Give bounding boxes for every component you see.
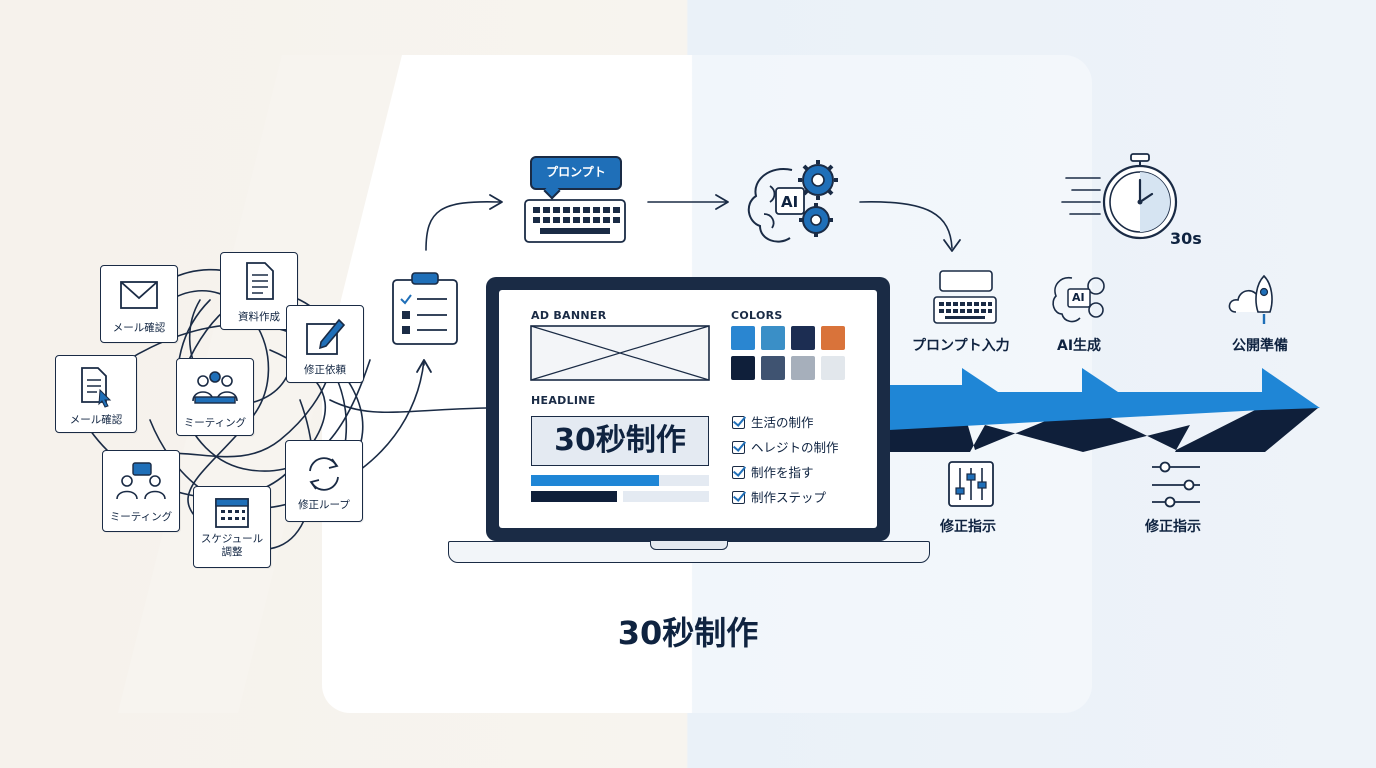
main-title: 30秒制作 (617, 614, 759, 652)
check-icon (732, 491, 745, 504)
color-swatch (731, 326, 755, 350)
color-swatch (731, 356, 755, 380)
laptop-notch (650, 541, 728, 550)
step-label: AI生成 (1057, 338, 1102, 354)
checklist-label: 生活の制作 (751, 415, 814, 430)
checklist-label: ヘレジトの制作 (751, 440, 839, 455)
arrowhead (715, 194, 729, 210)
color-swatch (791, 356, 815, 380)
timeline-arrow (888, 368, 1320, 430)
step-label: プロンプト入力 (912, 338, 1010, 354)
calendar-icon (215, 498, 249, 528)
task-label: メール確認 (69, 414, 123, 426)
task-label: 修正ループ (298, 499, 350, 511)
task-tile-email: メール確認 (100, 265, 178, 343)
checklist-item: 生活の制作 (732, 412, 814, 431)
ai-badge: AI (781, 193, 799, 211)
task-label: 修正依頼 (304, 364, 346, 376)
edit-icon (306, 318, 346, 355)
colors-title: COLORS (731, 309, 783, 322)
ad-banner-title: AD BANNER (531, 309, 607, 322)
step-ai-badge: AI (1072, 291, 1085, 304)
document-icon (246, 262, 274, 300)
envelope-icon (120, 281, 158, 309)
color-swatch (821, 326, 845, 350)
checklist-item: ヘレジトの制作 (732, 437, 839, 456)
arrowhead (943, 239, 961, 252)
check-icon (732, 416, 745, 429)
step-label: 公開準備 (1232, 338, 1288, 354)
arrowhead (416, 359, 432, 373)
revision-label: 修正指示 (1145, 519, 1201, 535)
checklist-label: 制作ステップ (751, 490, 827, 505)
prompt-bubble: プロンプト (530, 156, 622, 190)
tangle-line (329, 399, 487, 414)
revision-label: 修正指示 (940, 519, 996, 535)
color-swatch (821, 356, 845, 380)
task-label: メール確認 (112, 322, 166, 334)
check-icon (732, 441, 745, 454)
presentation-icon (116, 462, 166, 500)
color-swatch (791, 326, 815, 350)
checklist-item: 制作を指す (732, 462, 814, 481)
headline-title: HEADLINE (531, 394, 596, 407)
color-swatch (761, 326, 785, 350)
people-icon (192, 371, 238, 404)
task-label: スケジュール 調整 (200, 533, 264, 558)
task-label: ミーティング (183, 417, 247, 429)
task-tile-document: 資料作成 (220, 252, 298, 330)
task-tile-meeting-2: ミーティング (102, 450, 180, 532)
checklist-label: 制作を指す (751, 465, 814, 480)
task-tile-revision-request: 修正依頼 (286, 305, 364, 383)
check-icon (732, 466, 745, 479)
arrowhead (489, 194, 503, 210)
task-label: ミーティング (109, 511, 173, 523)
flow-arrow (859, 201, 953, 249)
checklist-item: 制作ステップ (732, 487, 826, 506)
tangle-line (359, 359, 425, 471)
headline-text: 30秒制作 (531, 416, 709, 466)
color-swatch (761, 356, 785, 380)
flow-arrow (425, 200, 501, 251)
timeline-arrow-shadow (888, 405, 1318, 452)
timer-label: 30s (1170, 229, 1202, 248)
refresh-icon (309, 457, 339, 491)
task-tile-schedule: スケジュール 調整 (193, 486, 271, 568)
task-tile-meeting: ミーティング (176, 358, 254, 436)
document-cursor-icon (81, 367, 112, 408)
task-tile-revision-loop: 修正ループ (285, 440, 363, 522)
task-tile-email-2: メール確認 (55, 355, 137, 433)
task-label: 資料作成 (238, 311, 280, 323)
